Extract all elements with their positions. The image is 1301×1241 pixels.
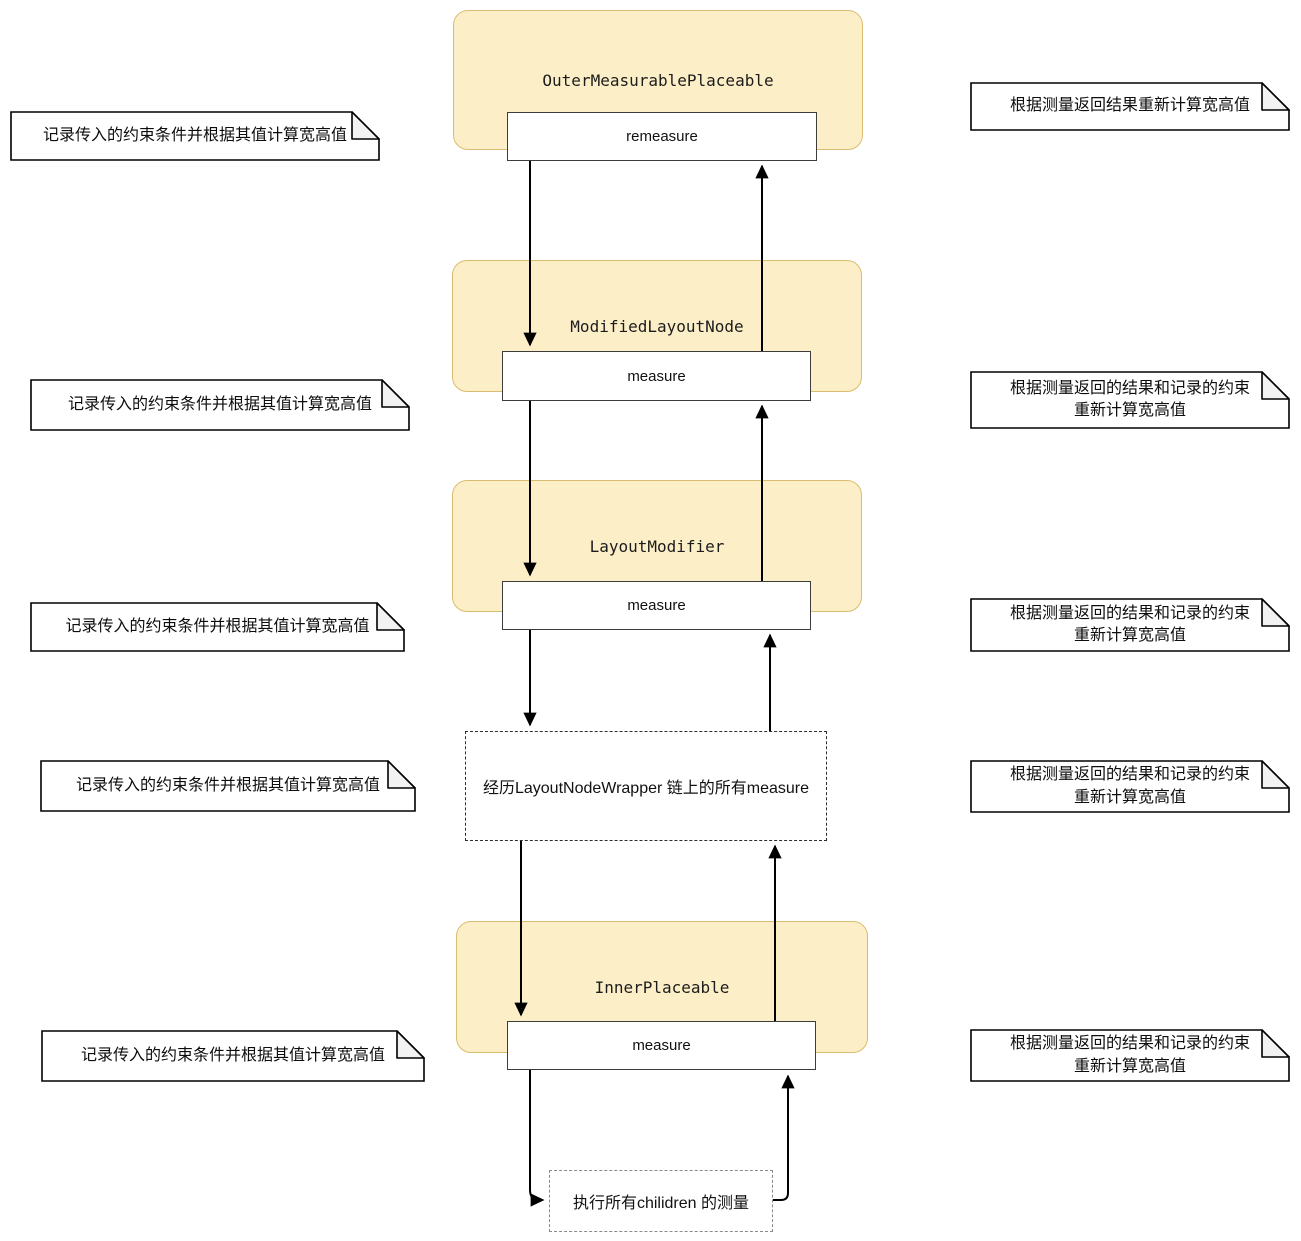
note-left-3: 记录传入的约束条件并根据其值计算宽高值: [30, 602, 405, 652]
note-left-5: 记录传入的约束条件并根据其值计算宽高值: [41, 1030, 425, 1082]
method-box-measure-inner-placeable: measure: [507, 1021, 816, 1070]
note-shape: [970, 371, 1290, 429]
note-text: 根据测量返回的结果和记录的约束 重新计算宽高值: [1009, 379, 1250, 419]
note-text: 记录传入的约束条件并根据其值计算宽高值: [42, 126, 347, 144]
note-text: 根据测量返回的结果和记录的约束 重新计算宽高值: [1009, 766, 1250, 806]
method-box-measure-layout-modifier: measure: [502, 581, 811, 630]
note-text: 根据测量返回结果重新计算宽高值: [1009, 97, 1250, 115]
note-shape: [970, 82, 1290, 131]
method-box-remeasure: remeasure: [507, 112, 817, 161]
note-text: 记录传入的约束条件并根据其值计算宽高值: [65, 617, 370, 635]
node-title: OuterMeasurablePlaceable: [542, 70, 774, 90]
note-left-2: 记录传入的约束条件并根据其值计算宽高值: [30, 379, 410, 431]
note-left-1: 记录传入的约束条件并根据其值计算宽高值: [10, 111, 380, 161]
note-text: 记录传入的约束条件并根据其值计算宽高值: [75, 776, 380, 794]
note-text: 记录传入的约束条件并根据其值计算宽高值: [80, 1046, 385, 1064]
arrow-up-children-to-measure4: [772, 1074, 795, 1201]
note-shape: [10, 111, 380, 161]
note-shape: [41, 1030, 425, 1082]
note-shape: [970, 598, 1290, 652]
note-right-2: 根据测量返回的结果和记录的约束 重新计算宽高值: [970, 371, 1290, 429]
node-title: InnerPlaceable: [594, 977, 730, 997]
note-shape: [970, 1029, 1290, 1082]
note-left-4: 记录传入的约束条件并根据其值计算宽高值: [40, 760, 416, 812]
node-title: LayoutModifier: [589, 536, 725, 556]
note-shape: [30, 602, 405, 652]
method-box-measure-modified-layout-node: measure: [502, 351, 811, 401]
node-title: ModifiedLayoutNode: [570, 316, 744, 336]
note-right-4: 根据测量返回的结果和记录的约束 重新计算宽高值: [970, 760, 1290, 813]
note-text: 记录传入的约束条件并根据其值计算宽高值: [67, 395, 372, 413]
process-box-children-measure: 执行所有chilidren 的测量: [549, 1170, 773, 1232]
note-shape: [40, 760, 416, 812]
note-text: 根据测量返回的结果和记录的约束 重新计算宽高值: [1009, 1035, 1250, 1075]
note-right-3: 根据测量返回的结果和记录的约束 重新计算宽高值: [970, 598, 1290, 652]
note-right-5: 根据测量返回的结果和记录的约束 重新计算宽高值: [970, 1029, 1290, 1082]
arrow-down-measure4-to-children: [529, 1069, 545, 1207]
note-right-1: 根据测量返回结果重新计算宽高值: [970, 82, 1290, 131]
note-text: 根据测量返回的结果和记录的约束 重新计算宽高值: [1009, 604, 1250, 644]
process-box-wrapper-chain-measure: 经历LayoutNodeWrapper 链上的所有measure: [465, 731, 827, 841]
note-shape: [30, 379, 410, 431]
note-shape: [970, 760, 1290, 813]
